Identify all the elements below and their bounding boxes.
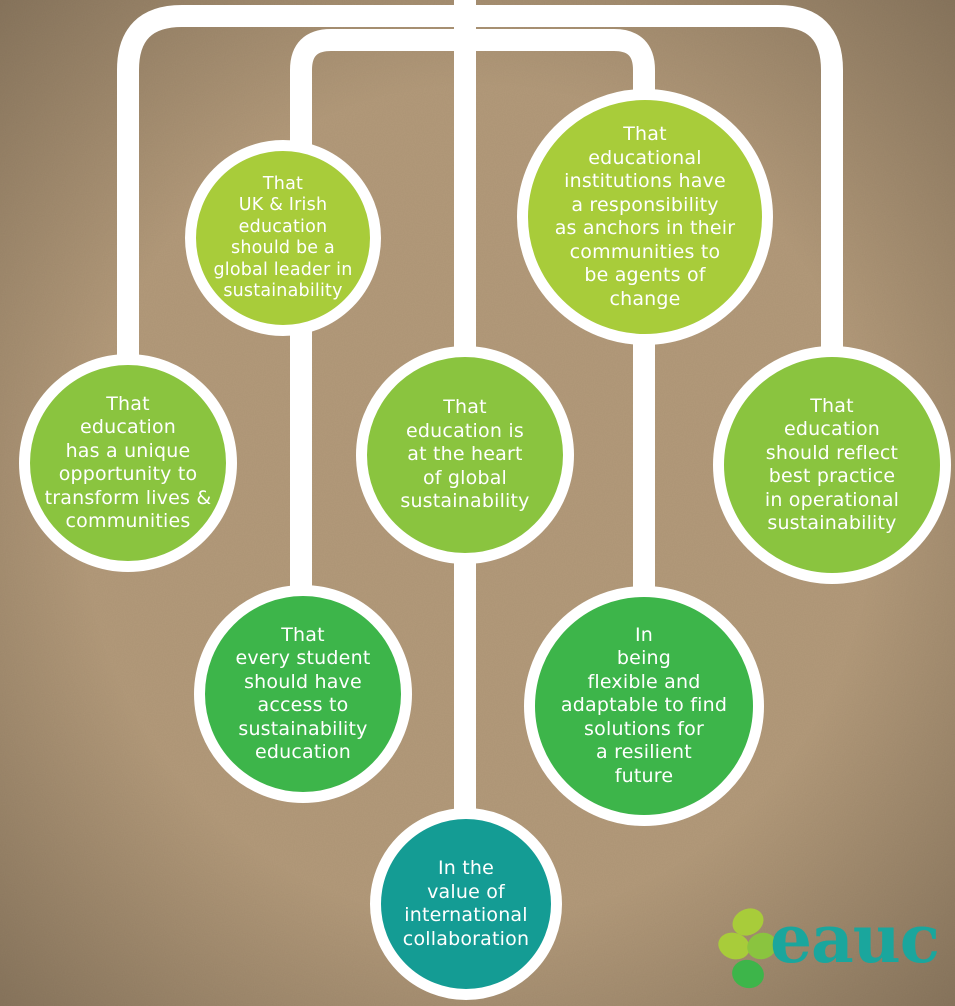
node-anchors: That educational institutions have a res… — [517, 89, 773, 345]
node-every-student-text: That every student should have access to… — [235, 623, 371, 764]
logo-wordmark: eauc — [770, 900, 940, 978]
node-every-student: That every student should have access to… — [194, 585, 412, 803]
node-transform-lives: That education has a unique opportunity … — [19, 354, 237, 572]
node-international-text: In the value of international collaborat… — [402, 857, 530, 950]
node-uk-irish-leader-text: That UK & Irish education should be a gl… — [213, 173, 353, 302]
node-flexible: In being flexible and adaptable to find … — [524, 586, 764, 826]
node-best-practice: That education should reflect best pract… — [713, 346, 951, 584]
connector-outer — [117, 5, 843, 400]
node-uk-irish-leader: That UK & Irish education should be a gl… — [185, 140, 381, 336]
node-best-practice-text: That education should reflect best pract… — [764, 394, 900, 535]
node-transform-lives-text: That education has a unique opportunity … — [44, 392, 212, 533]
node-heart: That education is at the heart of global… — [356, 346, 574, 564]
eauc-logo: eauc — [718, 900, 955, 1006]
node-heart-text: That education is at the heart of global… — [400, 396, 530, 513]
node-flexible-text: In being flexible and adaptable to find … — [560, 623, 728, 787]
node-anchors-text: That educational institutions have a res… — [554, 123, 736, 310]
node-international: In the value of international collaborat… — [370, 808, 562, 1000]
leaf-icon — [718, 908, 777, 989]
